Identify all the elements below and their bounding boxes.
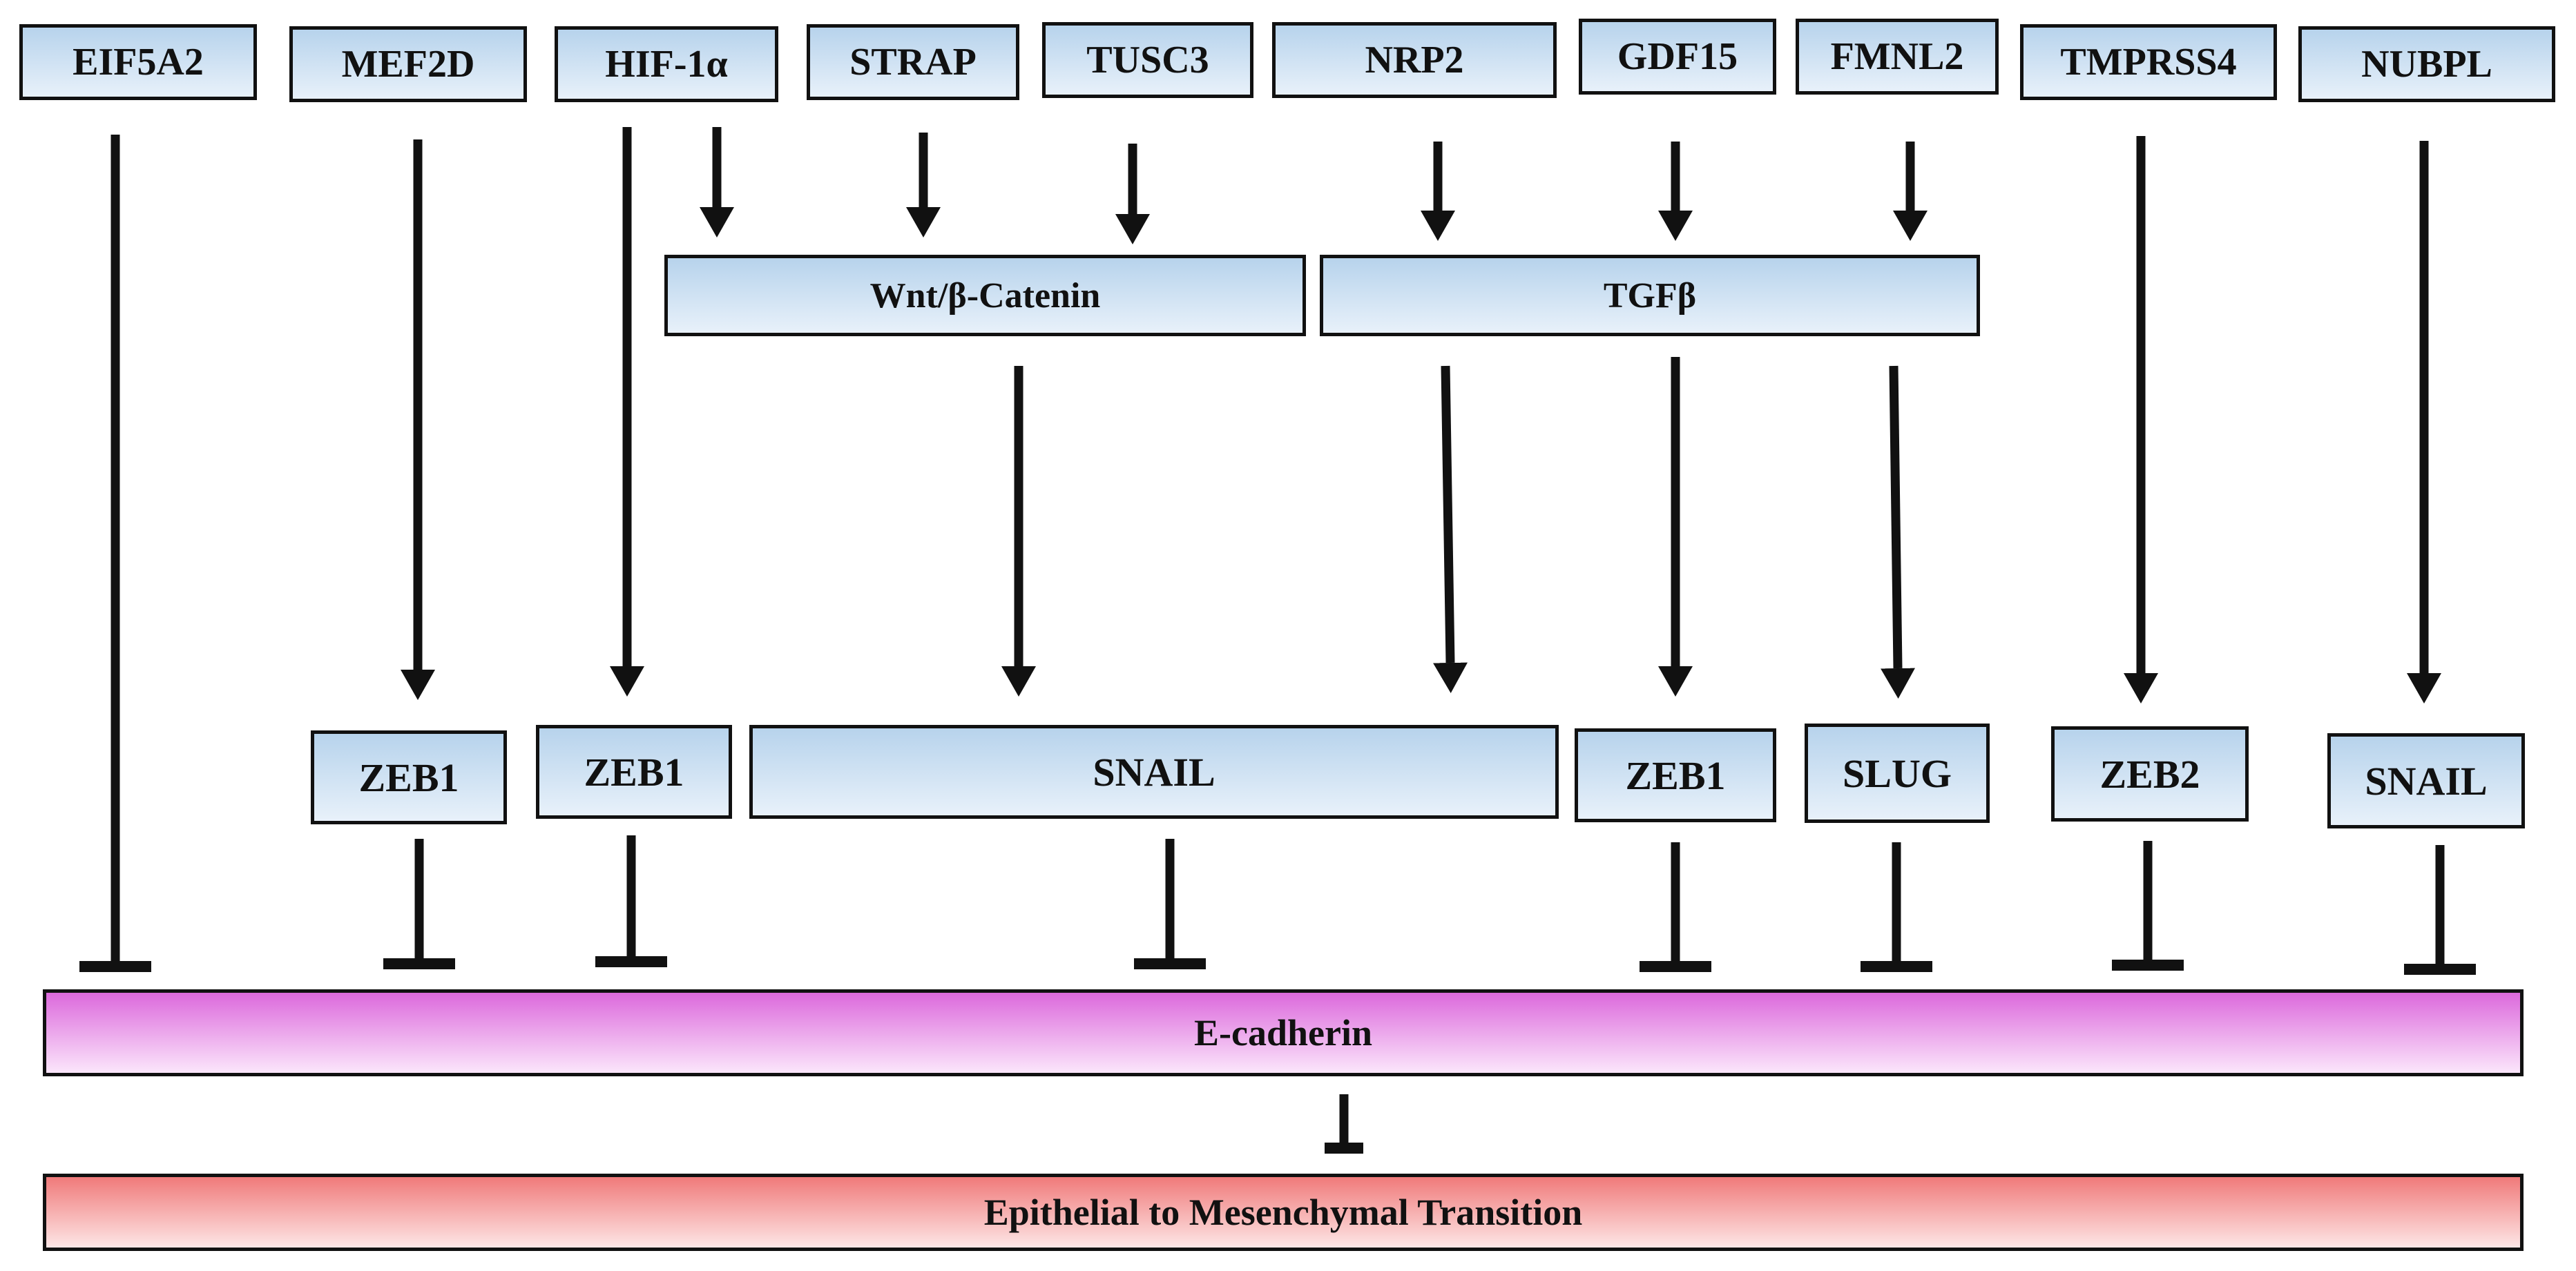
effector-zeb2: ZEB2 [2051, 726, 2249, 822]
gene-gdf15: GDF15 [1579, 19, 1776, 95]
gene-mef2d: MEF2D [289, 26, 527, 102]
effector-snail-shared-label: SNAIL [1093, 749, 1215, 795]
gene-tmprss4: TMPRSS4 [2020, 24, 2277, 100]
gene-eif5a2: EIF5A2 [19, 24, 257, 100]
pathway-tgfb-label: TGFβ [1603, 275, 1697, 316]
ecadherin-bar: E-cadherin [43, 989, 2524, 1076]
gene-nrp2: NRP2 [1272, 22, 1557, 98]
gene-tusc3-label: TUSC3 [1086, 39, 1209, 81]
gene-tmprss4-label: TMPRSS4 [2060, 41, 2237, 84]
effector-zeb2-label: ZEB2 [2099, 751, 2200, 797]
emt-bar: Epithelial to Mesenchymal Transition [43, 1174, 2524, 1251]
gene-gdf15-label: GDF15 [1617, 35, 1738, 78]
gene-strap-label: STRAP [849, 41, 977, 84]
edge-tgfb-activates-snail [1433, 365, 1468, 693]
gene-nubpl: NUBPL [2298, 26, 2555, 102]
effector-zeb1-gdf15-label: ZEB1 [1625, 753, 1726, 798]
emt-label: Epithelial to Mesenchymal Transition [983, 1192, 1583, 1233]
gene-eif5a2-label: EIF5A2 [73, 41, 204, 84]
gene-strap: STRAP [807, 24, 1019, 100]
gene-nubpl-label: NUBPL [2361, 43, 2492, 86]
effector-zeb1-hif1a: ZEB1 [536, 725, 732, 819]
effector-snail-nubpl: SNAIL [2327, 733, 2525, 828]
pathway-wnt-label: Wnt/β-Catenin [869, 275, 1101, 316]
effector-zeb1-mef2d-label: ZEB1 [358, 755, 459, 800]
effector-zeb1-mef2d: ZEB1 [311, 730, 507, 824]
effector-slug-label: SLUG [1843, 750, 1952, 796]
pathway-wnt-beta-catenin: Wnt/β-Catenin [664, 255, 1306, 336]
edge-tgfb-activates-slug [1881, 365, 1915, 699]
pathway-tgfb: TGFβ [1320, 255, 1980, 336]
gene-hif1a-label: HIF-1α [605, 43, 728, 86]
effector-slug: SLUG [1805, 724, 1990, 823]
effector-snail-nubpl-label: SNAIL [2365, 758, 2488, 804]
ecadherin-label: E-cadherin [1193, 1012, 1372, 1054]
gene-fmnl2: FMNL2 [1796, 19, 1999, 95]
effector-snail-shared: SNAIL [749, 725, 1559, 819]
gene-mef2d-label: MEF2D [341, 43, 475, 86]
gene-fmnl2-label: FMNL2 [1830, 35, 1964, 78]
gene-tusc3: TUSC3 [1042, 22, 1253, 98]
effector-zeb1-gdf15: ZEB1 [1575, 728, 1776, 822]
gene-hif1a: HIF-1α [555, 26, 778, 102]
effector-zeb1-hif1a-label: ZEB1 [584, 749, 684, 795]
gene-nrp2-label: NRP2 [1365, 39, 1464, 81]
